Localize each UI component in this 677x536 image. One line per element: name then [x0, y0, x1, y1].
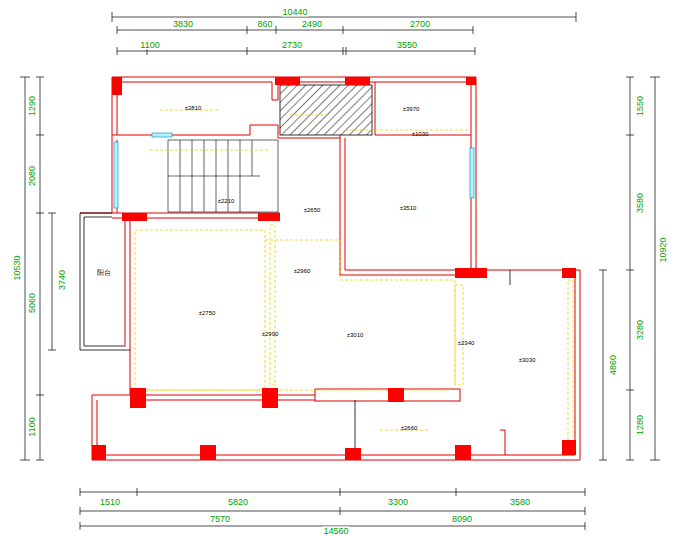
elevation-mark: ±2990 — [261, 331, 280, 337]
dimension-text: 2730 — [281, 41, 303, 50]
dimension-text: 1100 — [139, 41, 160, 50]
elevation-mark: ±3010 — [346, 332, 365, 338]
elevation-mark: ±2960 — [293, 268, 312, 274]
dimension-text: 1280 — [636, 414, 645, 436]
dimension-text: 1290 — [28, 95, 37, 117]
dimension-text: 4860 — [609, 354, 618, 376]
dimension-text: 3580 — [509, 498, 531, 507]
dimension-text: 14560 — [322, 527, 349, 536]
dimension-text: 10530 — [13, 254, 22, 281]
dimension-text: 1510 — [99, 498, 121, 507]
elevation-mark: ±3970 — [402, 106, 421, 112]
dimension-text: 2490 — [301, 20, 323, 29]
dimension-text: 3550 — [396, 41, 418, 50]
dimension-text: 8090 — [451, 515, 473, 524]
dimension-text: 1100 — [28, 416, 37, 437]
elevation-mark: ±1030 — [411, 131, 430, 137]
elevation-mark: ±2660 — [400, 425, 419, 431]
elevation-mark: ±2340 — [457, 340, 476, 346]
dimension-text: 5060 — [28, 292, 37, 314]
dimension-text: 7570 — [209, 515, 231, 524]
dimension-text: 10440 — [281, 8, 308, 17]
dimension-text: 860 — [256, 20, 273, 29]
elevation-mark: ±2810 — [184, 105, 203, 111]
dimension-text: 3740 — [58, 269, 67, 291]
dimension-text: 3280 — [636, 319, 645, 341]
elevation-mark: ±2750 — [198, 310, 217, 316]
dimension-text: 3300 — [387, 498, 409, 507]
dimension-text: 3580 — [636, 192, 645, 214]
elevation-mark: ±3510 — [399, 205, 418, 211]
dimension-text: 5820 — [227, 498, 249, 507]
dimension-text: 2080 — [28, 165, 37, 187]
dimension-text: 2700 — [409, 20, 431, 29]
elevation-mark: ±2650 — [303, 207, 322, 213]
dimension-text: 1550 — [636, 95, 645, 117]
dimension-text: 3830 — [172, 20, 194, 29]
elevation-mark: ±3030 — [518, 357, 537, 363]
room-name: 阳台 — [96, 269, 112, 276]
dimension-text: 10920 — [659, 236, 668, 263]
elevation-mark: ±2210 — [217, 198, 236, 204]
